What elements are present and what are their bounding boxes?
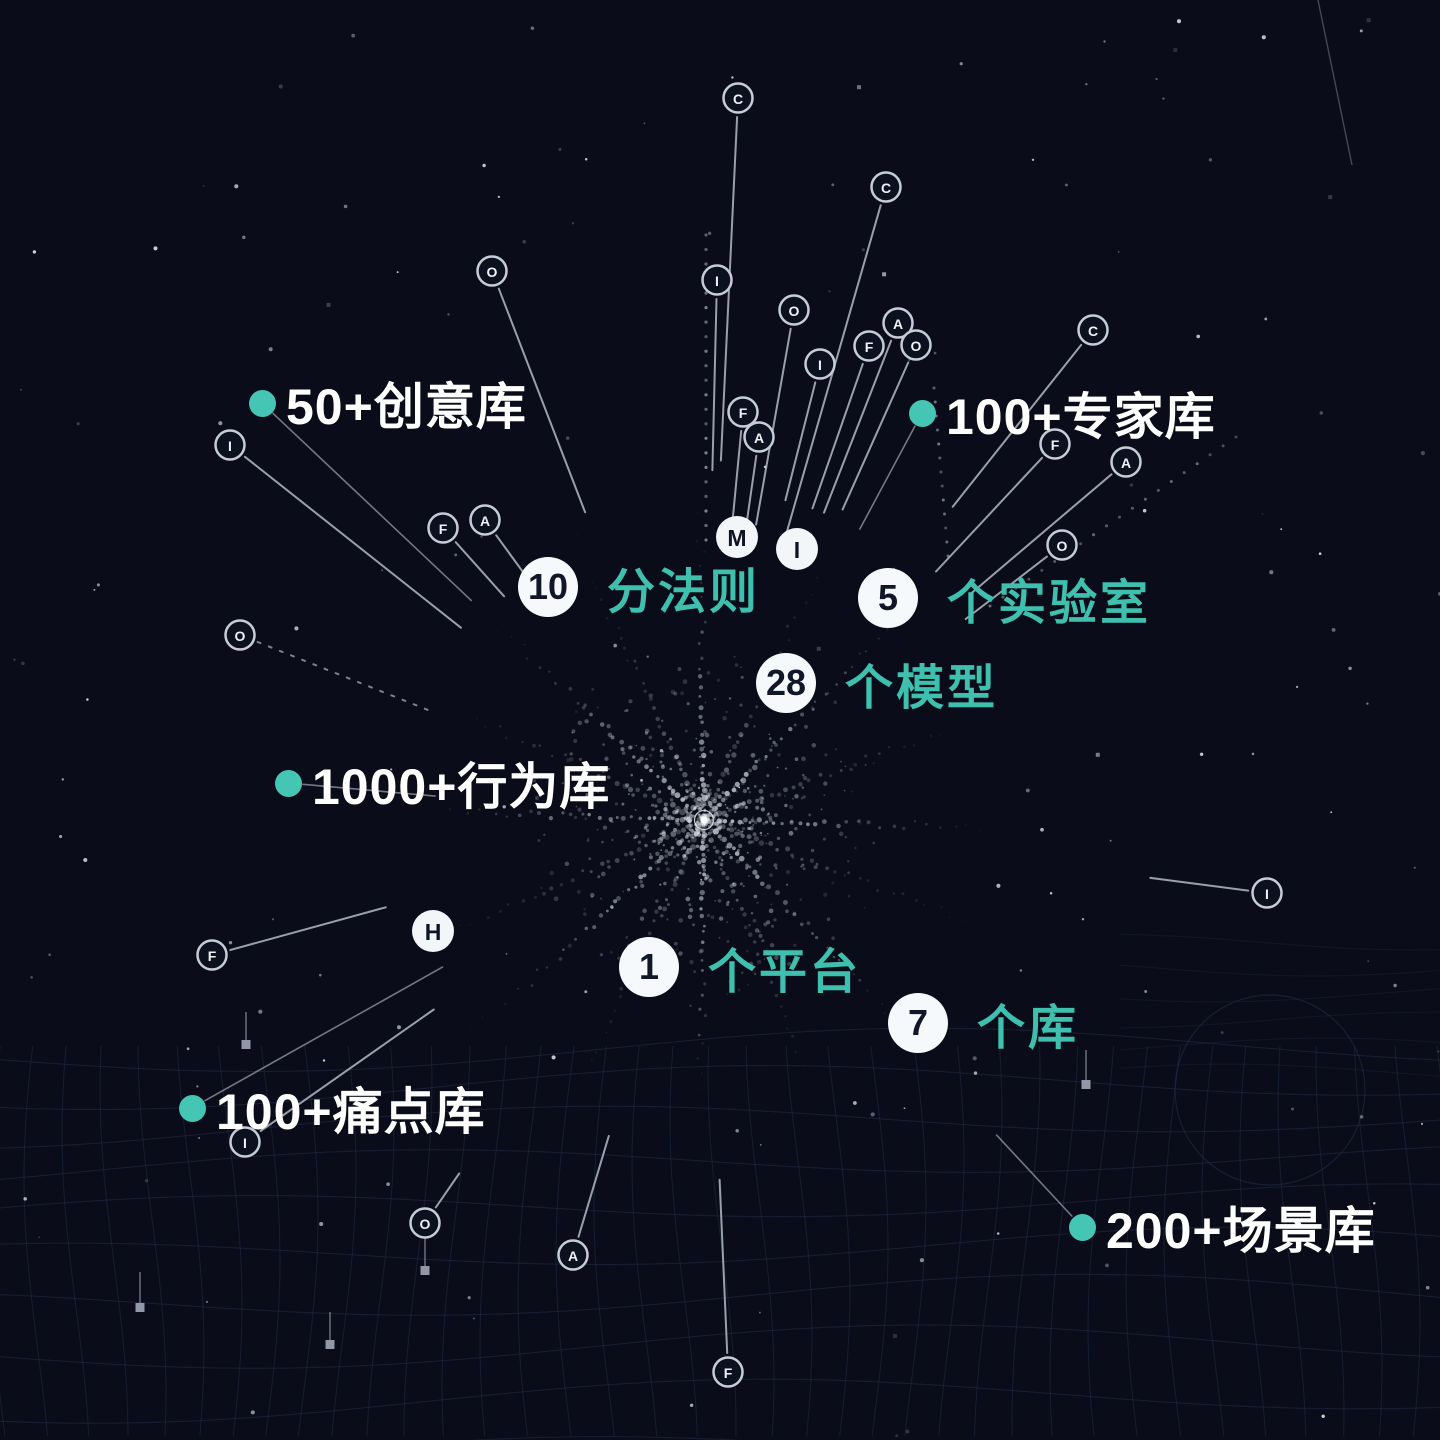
node-pin-F: F bbox=[1039, 428, 1071, 460]
svg-text:I: I bbox=[1265, 886, 1269, 902]
teal-dot-icon bbox=[275, 769, 302, 797]
stat-label: 1000+行为库 bbox=[312, 759, 611, 815]
node-pin-A: A bbox=[882, 307, 914, 339]
node-pin-O: O bbox=[900, 329, 932, 361]
node-pin-A: A bbox=[743, 421, 775, 453]
svg-text:O: O bbox=[420, 1216, 431, 1232]
node-pin-light-M: M bbox=[716, 516, 758, 558]
node-pin-O: O bbox=[778, 294, 810, 326]
stat-expert-library: 100+专家库 bbox=[909, 377, 1216, 449]
node-pin-F: F bbox=[853, 330, 885, 362]
badge-label: 个模型 bbox=[845, 662, 999, 715]
node-pin-O: O bbox=[476, 255, 508, 287]
node-pin-light-I: I bbox=[776, 528, 818, 570]
svg-text:F: F bbox=[739, 405, 748, 421]
stat-creative-library: 50+创意库 bbox=[249, 367, 527, 439]
svg-text:M: M bbox=[727, 525, 746, 551]
teal-dot-icon bbox=[1069, 1213, 1096, 1241]
svg-text:I: I bbox=[794, 537, 800, 563]
svg-text:F: F bbox=[439, 521, 448, 537]
svg-text:C: C bbox=[881, 180, 891, 196]
svg-text:I: I bbox=[243, 1135, 247, 1151]
node-pin-F: F bbox=[712, 1356, 744, 1388]
badge-rules: 10 分法则 bbox=[518, 552, 760, 622]
teal-dot-icon bbox=[179, 1094, 206, 1122]
svg-text:O: O bbox=[235, 628, 246, 644]
stat-label: 100+专家库 bbox=[946, 389, 1216, 445]
node-pin-O: O bbox=[224, 619, 256, 651]
svg-text:I: I bbox=[228, 438, 232, 454]
badge-libraries: 7 个库 bbox=[888, 988, 1079, 1058]
node-pin-F: F bbox=[196, 939, 228, 971]
node-pin-O: O bbox=[1046, 529, 1078, 561]
svg-text:A: A bbox=[568, 1248, 578, 1264]
node-pin-light-H: H bbox=[412, 910, 454, 952]
svg-text:A: A bbox=[1121, 455, 1131, 471]
badge-number: 5 bbox=[858, 568, 918, 628]
teal-dot-icon bbox=[249, 389, 276, 417]
node-pin-A: A bbox=[469, 504, 501, 536]
node-pin-F: F bbox=[727, 396, 759, 428]
svg-text:F: F bbox=[724, 1365, 733, 1381]
node-pin-C: C bbox=[870, 171, 902, 203]
node-pin-I: I bbox=[1251, 877, 1283, 909]
pin-stems bbox=[204, 116, 1250, 1354]
svg-text:F: F bbox=[865, 339, 874, 355]
svg-text:A: A bbox=[754, 430, 764, 446]
svg-text:F: F bbox=[1051, 437, 1060, 453]
badge-platform: 1 个平台 bbox=[619, 932, 861, 1002]
badge-number: 28 bbox=[756, 653, 816, 713]
mesh-grid bbox=[0, 933, 1440, 1440]
hanging-markers bbox=[135, 1012, 1091, 1349]
node-pin-A: A bbox=[1110, 446, 1142, 478]
svg-text:F: F bbox=[208, 948, 217, 964]
svg-text:H: H bbox=[425, 919, 442, 945]
badge-number: 1 bbox=[619, 937, 679, 997]
node-pin-I: I bbox=[229, 1126, 261, 1158]
badge-label: 个平台 bbox=[708, 946, 862, 999]
badge-labs: 5 个实验室 bbox=[858, 563, 1151, 633]
stat-label: 50+创意库 bbox=[286, 379, 527, 435]
badge-label: 分法则 bbox=[607, 566, 761, 619]
node-pin-C: C bbox=[1077, 314, 1109, 346]
badge-label: 个库 bbox=[977, 1002, 1080, 1055]
node-pin-O: O bbox=[409, 1207, 441, 1239]
svg-text:O: O bbox=[487, 264, 498, 280]
svg-text:A: A bbox=[480, 513, 490, 529]
badge-number: 10 bbox=[518, 557, 578, 617]
svg-text:I: I bbox=[715, 273, 719, 289]
node-pin-I: I bbox=[701, 264, 733, 296]
node-pin-I: I bbox=[804, 348, 836, 380]
node-pin-C: C bbox=[722, 82, 754, 114]
svg-text:C: C bbox=[733, 91, 743, 107]
particle-burst bbox=[448, 511, 967, 1089]
node-pin-A: A bbox=[557, 1239, 589, 1271]
svg-text:A: A bbox=[893, 316, 903, 332]
svg-text:O: O bbox=[1057, 538, 1068, 554]
star-field bbox=[13, 18, 1440, 1438]
badge-models: 28 个模型 bbox=[756, 648, 998, 718]
stat-scene-library: 200+场景库 bbox=[1069, 1191, 1376, 1263]
teal-dot-icon bbox=[909, 399, 936, 427]
svg-text:O: O bbox=[789, 303, 800, 319]
stat-label: 100+痛点库 bbox=[216, 1084, 486, 1140]
stat-label: 200+场景库 bbox=[1106, 1203, 1376, 1259]
node-pin-I: I bbox=[214, 429, 246, 461]
badge-number: 7 bbox=[888, 993, 948, 1053]
badge-label: 个实验室 bbox=[947, 577, 1152, 630]
svg-text:C: C bbox=[1088, 323, 1098, 339]
svg-text:I: I bbox=[818, 357, 822, 373]
node-pin-F: F bbox=[427, 512, 459, 544]
svg-text:O: O bbox=[911, 338, 922, 354]
stat-behavior-library: 1000+行为库 bbox=[275, 747, 610, 819]
stat-painpoint-library: 100+痛点库 bbox=[179, 1072, 486, 1144]
